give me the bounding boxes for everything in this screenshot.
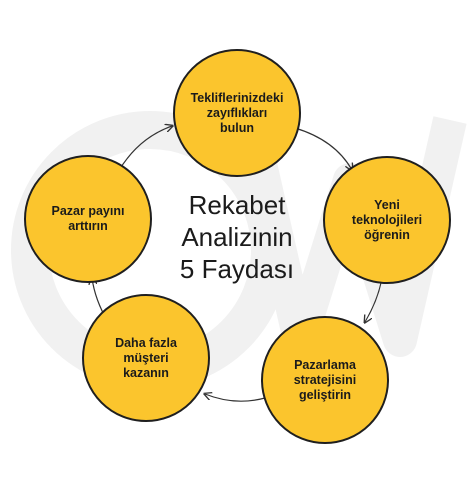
step-label-5: Pazar payını arttırın <box>51 204 125 233</box>
step-node-3: Pazarlama stratejisini geliştirin <box>261 316 389 444</box>
arrow-3-to-4 <box>205 394 266 402</box>
diagram-title: Rekabet Analizinin 5 Faydası <box>179 190 295 284</box>
step-node-2: Yeni teknolojileri öğrenin <box>323 156 451 284</box>
arrow-5-to-1 <box>117 126 172 173</box>
arrow-1-to-2 <box>294 127 352 170</box>
arrow-2-to-3 <box>365 277 383 322</box>
step-label-3: Pazarlama stratejisini geliştirin <box>293 357 357 402</box>
step-node-1: Tekliflerinizdeki zayıflıkları bulun <box>173 49 301 177</box>
step-node-5: Pazar payını arttırın <box>24 155 152 283</box>
step-label-2: Yeni teknolojileri öğrenin <box>351 197 423 242</box>
step-label-4: Daha fazla müşteri kazanın <box>115 335 177 380</box>
step-label-1: Tekliflerinizdeki zayıflıkları bulun <box>190 90 284 135</box>
step-node-4: Daha fazla müşteri kazanın <box>82 294 210 422</box>
